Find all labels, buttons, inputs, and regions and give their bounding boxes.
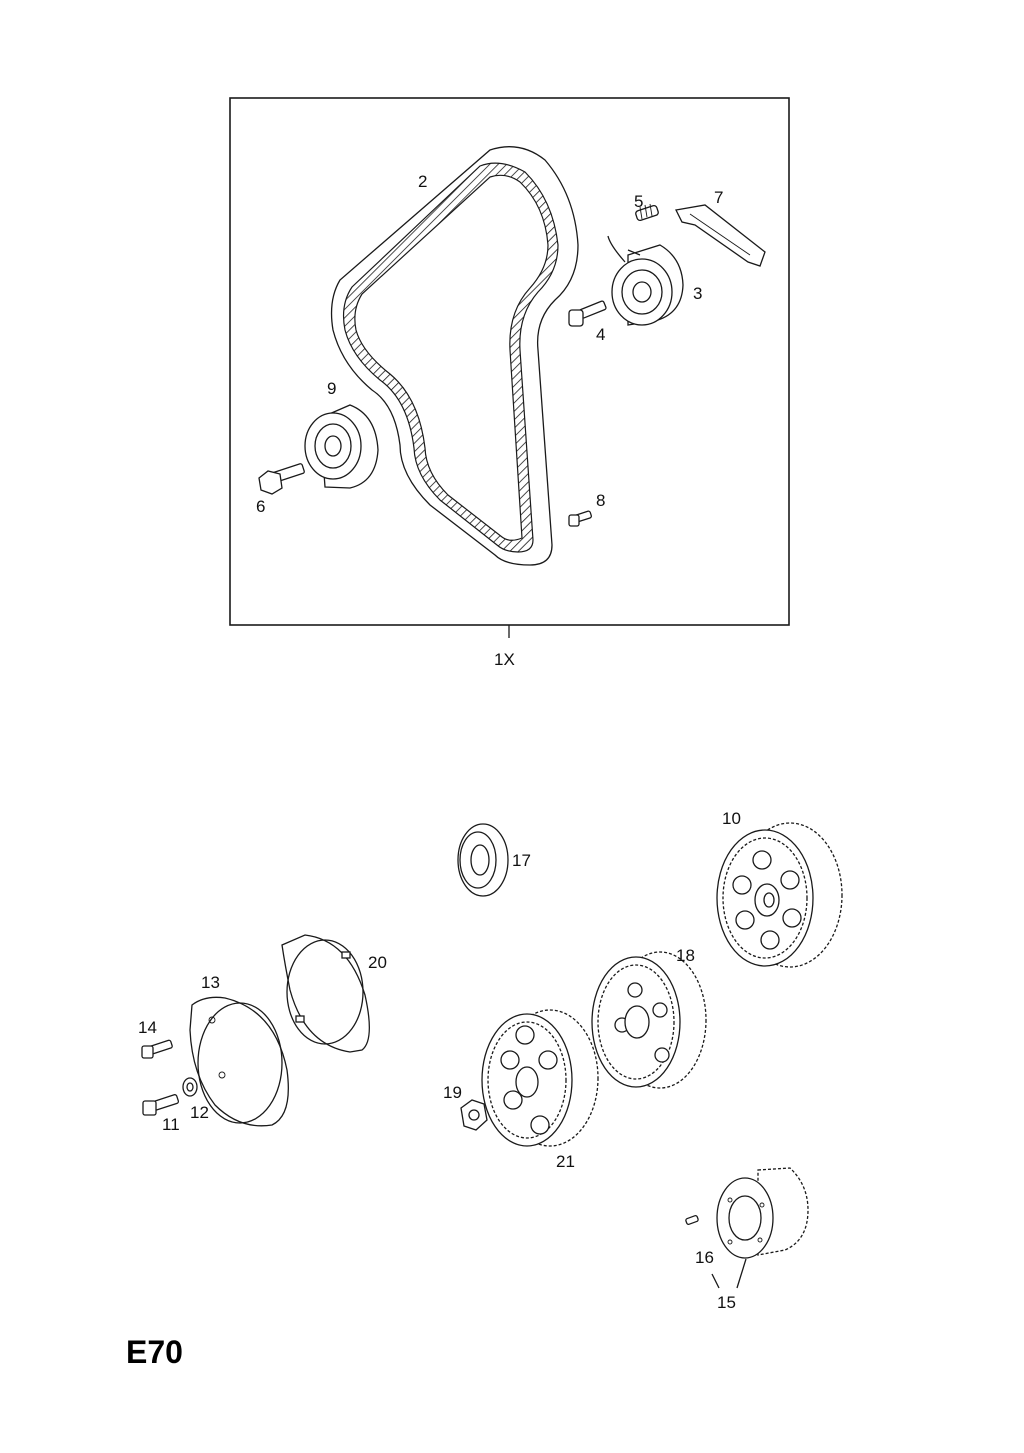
stud-5 [635,203,659,222]
kit-label: 1X [494,650,515,669]
callout-17: 17 [512,851,531,870]
backplate-13 [189,996,289,1127]
leader-16 [711,1273,720,1289]
callout-16: 16 [695,1248,714,1267]
callout-21: 21 [556,1152,575,1171]
callout-19: 19 [443,1083,462,1102]
callout-2: 2 [418,172,428,191]
idler-pulley [304,404,379,489]
leader-15 [736,1258,747,1289]
bolt-6 [258,463,305,495]
bolt-11 [142,1094,180,1116]
callout-5: 5 [634,192,644,211]
callout-15: 15 [717,1293,736,1312]
pin-16 [685,1215,699,1225]
callout-7: 7 [714,188,724,207]
callout-9: 9 [327,379,337,398]
callout-3: 3 [693,284,703,303]
callout-6: 6 [256,497,266,516]
gear-18 [591,951,707,1089]
washer-12 [182,1077,198,1097]
callout-10: 10 [722,809,741,828]
callout-12: 12 [190,1103,209,1122]
callout-11: 11 [162,1115,180,1134]
camshaft-gear-10 [716,822,843,968]
tensioner-pulley [607,235,684,326]
callout-14: 14 [138,1018,157,1037]
gear-21 [481,1009,599,1147]
callout-8: 8 [596,491,606,510]
bracket-7 [675,204,766,267]
hub-15 [716,1167,809,1259]
nut-19 [460,1099,488,1131]
thrust-washer-17 [457,823,509,897]
cover-plate-20 [281,934,370,1053]
page-code: E70 [126,1334,183,1370]
callout-13: 13 [201,973,220,992]
callout-20: 20 [368,953,387,972]
callout-18: 18 [676,946,695,965]
bolt-4 [568,300,607,327]
timing-belt [330,146,579,566]
bolt-14 [141,1039,173,1059]
callout-4: 4 [596,325,606,344]
bolt-8 [568,510,592,527]
